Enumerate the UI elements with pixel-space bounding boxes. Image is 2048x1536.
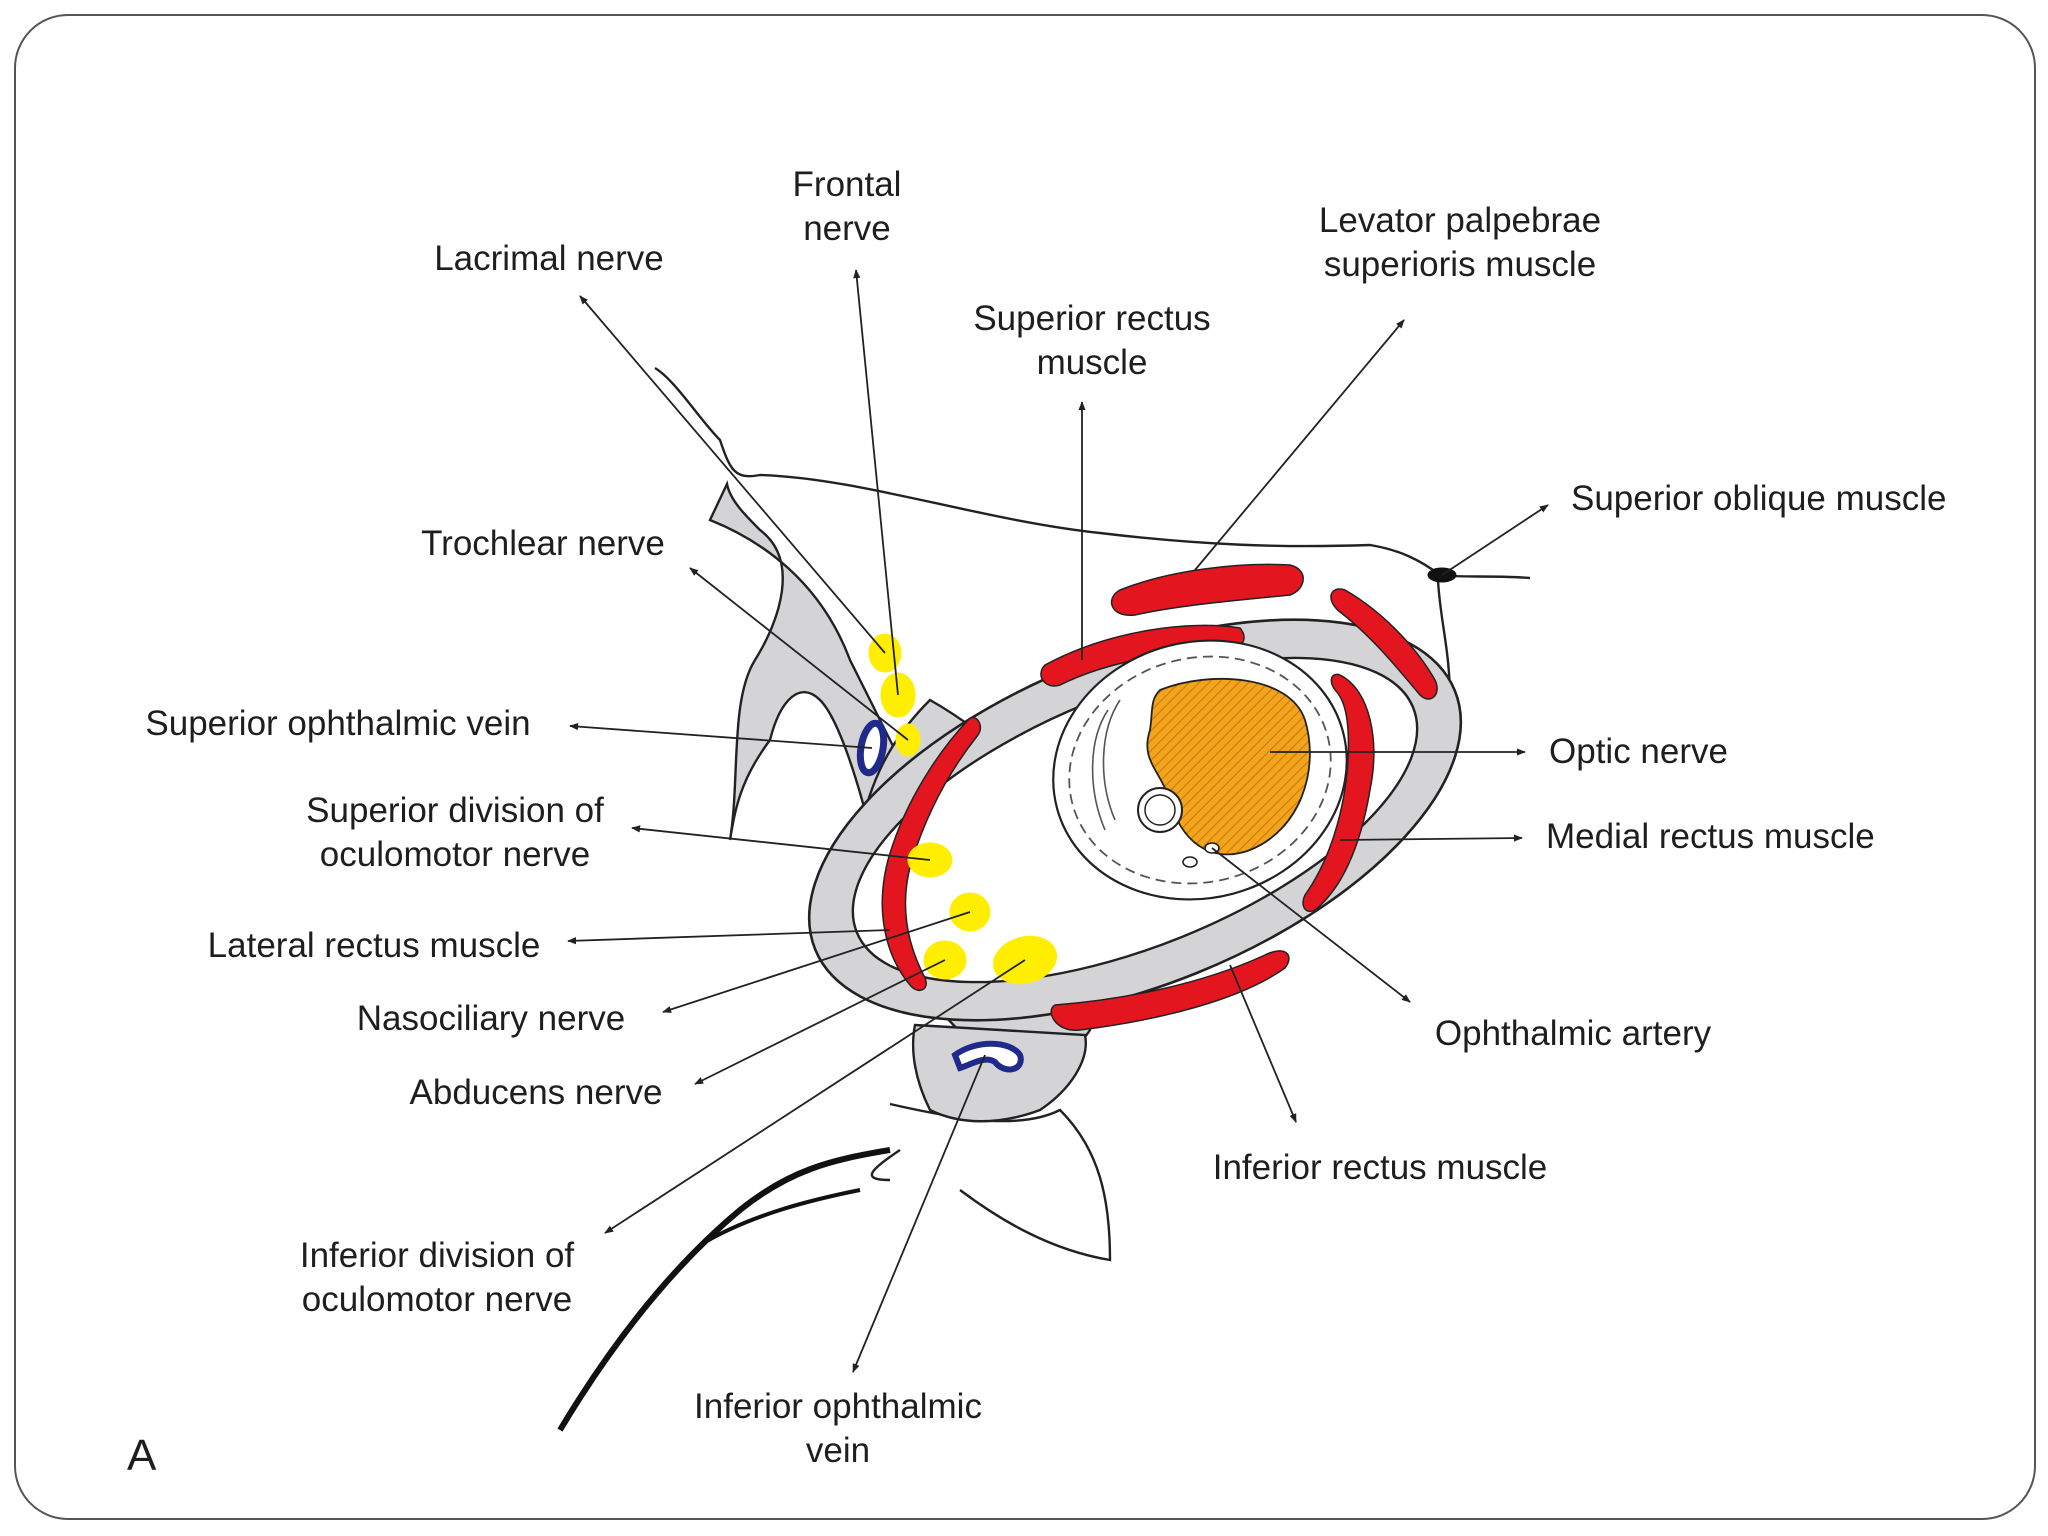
label-medial-rectus: Medial rectus muscle [1546, 817, 1875, 856]
label-trochlear-nerve: Trochlear nerve [421, 524, 665, 563]
optic-nerve-complex [1052, 639, 1348, 901]
medial-rectus-muscle [1302, 673, 1375, 912]
label-abducens-nerve: Abducens nerve [410, 1073, 663, 1112]
label-lacrimal-nerve: Lacrimal nerve [434, 239, 664, 278]
lateral-rectus-muscle [881, 716, 982, 992]
label-nasociliary-nerve: Nasociliary nerve [357, 999, 625, 1038]
superior-oblique-muscle [1330, 588, 1438, 700]
label-lateral-rectus: Lateral rectus muscle [208, 926, 541, 965]
optic-nerve [1146, 677, 1311, 856]
inferior-ophthalmic-vein [951, 1040, 1024, 1073]
tendon-lower-lobe [911, 1023, 1087, 1123]
label-inferior-rectus: Inferior rectus muscle [1213, 1148, 1548, 1187]
label-ophthalmic-artery: Ophthalmic artery [1435, 1014, 1712, 1053]
infraorbital-nerve [557, 1147, 891, 1432]
label-optic-nerve: Optic nerve [1549, 732, 1728, 771]
leader-lines [567, 269, 1549, 1373]
inferior-rectus-muscle [1050, 950, 1290, 1031]
label-superior-oblique: Superior oblique muscle [1571, 479, 1946, 518]
panel-letter: A [127, 1431, 157, 1480]
levator-palpebrae-muscle [1110, 563, 1304, 616]
label-superior-ophthalmic-vein: Superior ophthalmic vein [145, 704, 530, 743]
